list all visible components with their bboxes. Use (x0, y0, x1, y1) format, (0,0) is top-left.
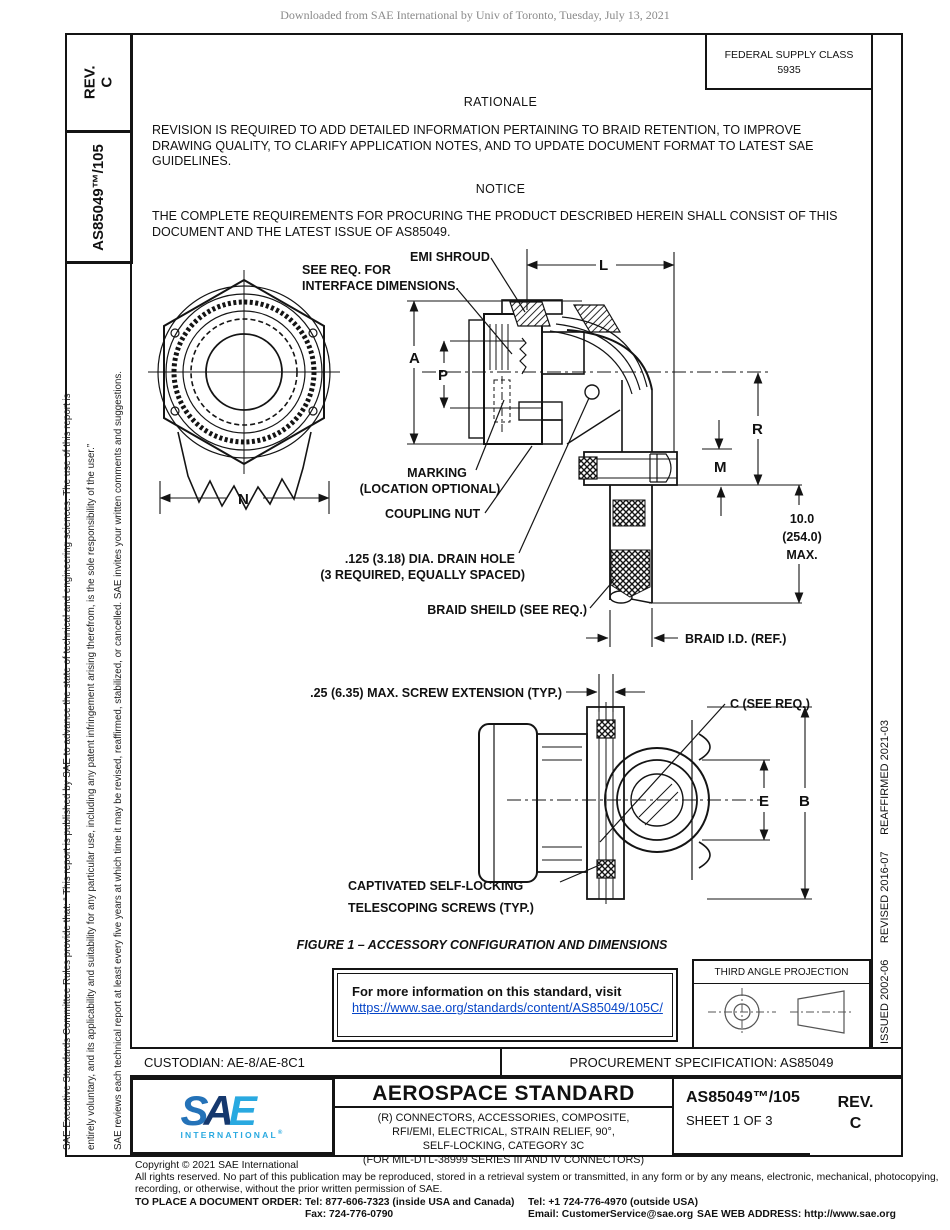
rationale-heading: RATIONALE (463, 95, 538, 109)
sheet-number: SHEET 1 OF 3 (686, 1113, 773, 1128)
rev-box: REV. C (67, 35, 133, 133)
sae-logo-letters: SAE (180, 1087, 256, 1135)
third-angle-projection-box: THIRD ANGLE PROJECTION (692, 959, 871, 1049)
captivated-label-2: TELESCOPING SCREWS (TYP.) (348, 901, 534, 915)
drain-hole-label-1: .125 (3.18) DIA. DRAIN HOLE (345, 552, 515, 566)
drain-hole-label-2: (3 REQUIRED, EQUALLY SPACED) (320, 568, 525, 582)
front-view-linework (148, 270, 340, 511)
dim-A-label: A (409, 350, 420, 367)
federal-supply-class-box: FEDERAL SUPPLY CLASS 5935 (705, 35, 871, 90)
c-see-req-label: C (SEE REQ.) (730, 697, 810, 711)
doc-number-box: AS85049™/105 (67, 133, 133, 264)
emi-shroud-label: EMI SHROUD (410, 250, 490, 264)
rev-box-label: REV. (81, 65, 99, 100)
email-address: Email: CustomerService@sae.org (528, 1209, 694, 1220)
marking-label-2: (LOCATION OPTIONAL) (360, 482, 501, 496)
standard-title-cell: AEROSPACE STANDARD (R) CONNECTORS, ACCES… (335, 1077, 672, 1166)
custodian-cell: CUSTODIAN: AE-8/AE-8C1 (130, 1049, 502, 1075)
info-box: For more information on this standard, v… (332, 968, 678, 1042)
custodian-row: CUSTODIAN: AE-8/AE-8C1 PROCUREMENT SPECI… (130, 1047, 901, 1077)
rights-line-1: All rights reserved. No part of this pub… (135, 1172, 939, 1183)
doc-number: AS85049™/105 (686, 1089, 800, 1106)
title-block: SAE INTERNATIONAL® AEROSPACE STANDARD (R… (130, 1077, 901, 1166)
end-view-dimensions (566, 674, 812, 900)
figure1-drawing: N (148, 249, 822, 915)
braid-id-label: BRAID I.D. (REF.) (685, 632, 786, 646)
fsc-title: FEDERAL SUPPLY CLASS (724, 49, 854, 61)
end-view-linework (478, 702, 760, 904)
left-strip-divider (130, 35, 132, 1155)
standard-url-link[interactable]: https://www.sae.org/standards/content/AS… (352, 1000, 663, 1015)
doc-number-vertical: AS85049™/105 (90, 143, 107, 251)
max-length-metric: (254.0) (782, 530, 822, 544)
marking-label-1: MARKING (407, 466, 467, 480)
side-view-leaders (457, 257, 615, 609)
captivated-label-1: CAPTIVATED SELF-LOCKING (348, 879, 523, 893)
figure1-caption: FIGURE 1 – ACCESSORY CONFIGURATION AND D… (296, 938, 668, 952)
max-length-max: MAX. (786, 548, 817, 562)
coupling-nut-label: COUPLING NUT (385, 507, 481, 521)
braid-shield-label: BRAID SHEILD (SEE REQ.) (427, 603, 587, 617)
fax-number: Fax: 724-776-0790 (305, 1209, 394, 1220)
standard-subtitle-2: RFI/EMI, ELECTRICAL, STRAIN RELIEF, 90°, (392, 1126, 615, 1139)
dim-M-label: M (714, 459, 727, 476)
see-req-label-1: SEE REQ. FOR (302, 263, 391, 277)
dim-B-label: B (799, 793, 810, 810)
see-req-label-2: INTERFACE DIMENSIONS. (302, 279, 459, 293)
sae-logo: SAE INTERNATIONAL® (130, 1077, 335, 1155)
revision-history-vertical: ISSUED 2002-06 REVISED 2016-07 REAFFIRME… (879, 719, 891, 1044)
page-frame: REV. C AS85049™/105 FEDERAL SUPPLY CLASS… (65, 33, 903, 1166)
third-angle-projection-title: THIRD ANGLE PROJECTION (694, 961, 869, 984)
front-view-dimension-N (159, 481, 330, 514)
rationale-body: REVISION IS REQUIRED TO ADD DETAILED INF… (152, 123, 814, 168)
web-address: SAE WEB ADDRESS: http://www.sae.org (697, 1209, 896, 1220)
third-angle-projection-symbol (708, 988, 854, 1036)
max-length-value: 10.0 (790, 512, 814, 526)
doc-number-cell: AS85049™/105 SHEET 1 OF 3 (672, 1077, 810, 1155)
tel-inside: Tel: 877-606-7323 (inside USA and Canada… (305, 1197, 515, 1208)
standard-subtitle-3: SELF-LOCKING, CATEGORY 3C (422, 1140, 585, 1153)
download-watermark: Downloaded from SAE International by Uni… (280, 8, 670, 22)
right-strip-divider (871, 35, 873, 1047)
side-view-dimensions (407, 249, 804, 647)
rev-cell-label: REV. (837, 1094, 874, 1111)
info-box-text: For more information on this standard, v… (352, 984, 622, 999)
copyright-line: Copyright © 2021 SAE International (135, 1160, 299, 1171)
fsc-code: 5935 (777, 64, 801, 77)
procurement-cell: PROCUREMENT SPECIFICATION: AS85049 (569, 1055, 834, 1070)
dim-L-label: L (599, 257, 608, 274)
dim-R-label: R (752, 421, 763, 438)
notice-heading: NOTICE (475, 182, 526, 196)
order-label: TO PLACE A DOCUMENT ORDER: (135, 1197, 303, 1208)
notice-body: THE COMPLETE REQUIREMENTS FOR PROCURING … (152, 209, 838, 239)
screw-extension-label: .25 (6.35) MAX. SCREW EXTENSION (TYP.) (310, 686, 562, 700)
rev-cell-letter: C (849, 1114, 862, 1132)
dim-E-label: E (759, 793, 769, 810)
standard-subtitle-1: (R) CONNECTORS, ACCESSORIES, COMPOSITE, (377, 1112, 630, 1124)
aerospace-standard-title: AEROSPACE STANDARD (335, 1079, 672, 1108)
standard-subtitle-4: (FOR MIL-DTL-38999 SERIES III AND IV CON… (362, 1154, 645, 1167)
dim-P-label: P (438, 367, 448, 384)
tel-outside: Tel: +1 724-776-4970 (outside USA) (528, 1197, 699, 1208)
rev-box-letter: C (98, 77, 116, 88)
rev-cell: REV. C (810, 1077, 901, 1155)
sae-logo-international: INTERNATIONAL® (180, 1129, 285, 1140)
dim-N-label: N (238, 491, 249, 508)
rights-line-2: recording, or otherwise, without the pri… (135, 1184, 443, 1195)
end-view-leaders (559, 703, 726, 883)
